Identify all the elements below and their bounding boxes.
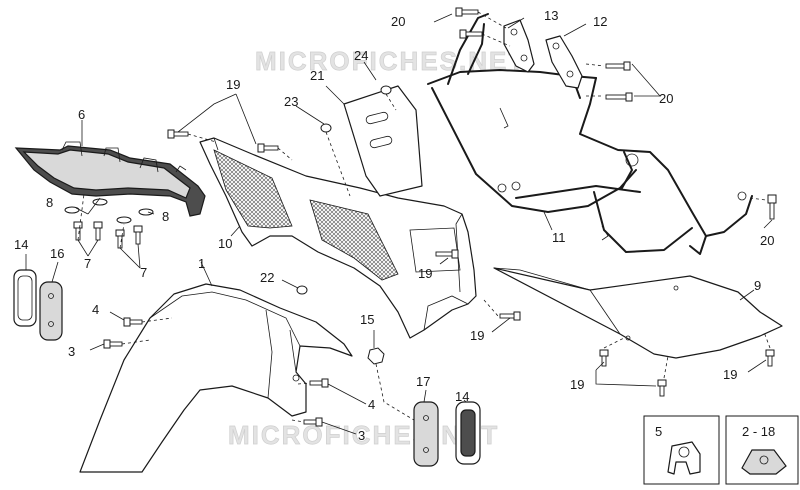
part-12-bracket — [545, 35, 583, 89]
callout-4b: 4 — [368, 397, 375, 412]
inset-5: 5 — [643, 415, 720, 485]
clip-8-c — [116, 216, 132, 224]
part-10-front-spoiler — [199, 137, 477, 339]
callout-14a: 14 — [14, 237, 28, 252]
part-21-plate — [343, 85, 423, 197]
nut-24 — [380, 85, 392, 95]
callout-22: 22 — [260, 270, 274, 285]
callout-12: 12 — [593, 14, 607, 29]
callout-7a: 7 — [84, 256, 91, 271]
callout-23: 23 — [284, 94, 298, 109]
callout-17: 17 — [416, 374, 430, 389]
callout-8a: 8 — [46, 195, 53, 210]
screw-4-a — [123, 317, 143, 327]
bolt-19-g — [765, 349, 775, 367]
part-14-reflector-left — [13, 269, 37, 327]
callout-20c: 20 — [760, 233, 774, 248]
callout-16: 16 — [50, 246, 64, 261]
callout-19a: 19 — [226, 77, 240, 92]
bolt-20-a — [455, 7, 479, 17]
screw-7-b — [93, 221, 103, 241]
callout-19b: 19 — [418, 266, 432, 281]
bolt-19-b — [257, 143, 279, 153]
callout-20b: 20 — [659, 91, 673, 106]
callout-7b: 7 — [140, 265, 147, 280]
grommet-22 — [296, 285, 308, 295]
part-13-bracket — [503, 19, 535, 73]
part-16-reflector-bracket — [39, 281, 63, 341]
callout-21: 21 — [310, 68, 324, 83]
bolt-19-e — [599, 349, 609, 367]
bolt-20-e — [767, 194, 777, 220]
clip-8-d — [138, 208, 154, 216]
callout-labels: 1 3 3 4 4 6 7 7 8 8 9 10 11 12 13 14 14 … — [14, 8, 774, 443]
inset-2-18: 2 - 18 — [725, 415, 799, 485]
callout-8b: 8 — [162, 209, 169, 224]
clip-8-b — [92, 198, 108, 206]
bolt-19-f — [657, 379, 667, 397]
nut-23 — [320, 123, 332, 133]
callout-20a: 20 — [391, 14, 405, 29]
bolt-20-d — [605, 92, 633, 102]
leader-lines — [25, 13, 773, 435]
bolt-19-a — [167, 129, 189, 139]
callout-6: 6 — [78, 107, 85, 122]
callout-1: 1 — [198, 256, 205, 271]
callout-19c: 19 — [470, 328, 484, 343]
callout-10: 10 — [218, 236, 232, 251]
callout-19d: 19 — [570, 377, 584, 392]
part-6-undertray — [14, 141, 206, 217]
bolt-19-d — [499, 311, 521, 321]
part-17-reflector-bracket — [413, 401, 439, 467]
callout-14b: 14 — [455, 389, 469, 404]
callout-3b: 3 — [358, 428, 365, 443]
assembly-dash-lines — [77, 11, 771, 423]
clip-8-a — [64, 206, 80, 214]
screw-4-b — [309, 378, 329, 388]
screw-3-a — [103, 339, 123, 349]
watermark-bottom: MICROFICHES.NET — [228, 420, 499, 450]
callout-3a: 3 — [68, 344, 75, 359]
callout-24: 24 — [354, 48, 368, 63]
bolt-20-b — [459, 29, 483, 39]
bolt-19-c — [435, 249, 459, 259]
callout-11: 11 — [552, 230, 566, 245]
screw-7-c — [115, 229, 125, 249]
part-9-side-panel — [493, 267, 783, 359]
part-1-front-mudguard — [79, 283, 353, 473]
callout-15: 15 — [360, 312, 374, 327]
inset-label-2-18: 2 - 18 — [742, 424, 775, 439]
nut-15 — [367, 347, 385, 365]
callout-13: 13 — [544, 8, 558, 23]
screw-7-d — [133, 225, 143, 245]
part-14-reflector-right — [455, 401, 481, 465]
callout-19e: 19 — [723, 367, 737, 382]
bolt-20-c — [605, 61, 631, 71]
inset-label-5: 5 — [655, 424, 662, 439]
callout-9: 9 — [754, 278, 761, 293]
callout-4a: 4 — [92, 302, 99, 317]
